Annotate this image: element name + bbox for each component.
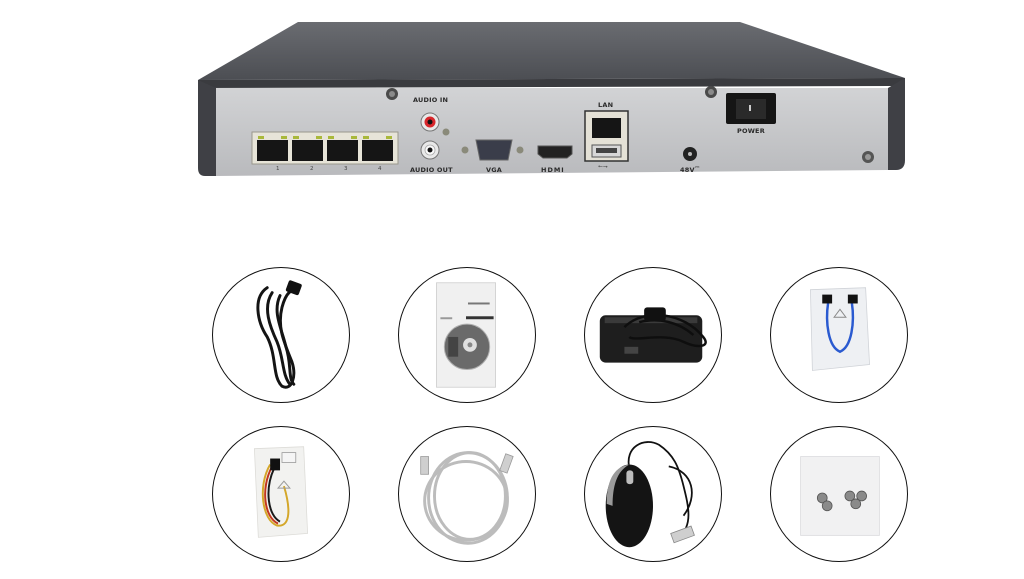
- usb-icon: ⭠⭢: [598, 163, 609, 170]
- sata-power-cable-icon: [253, 446, 309, 538]
- dc-in-label: 48V: [680, 166, 695, 174]
- accessory-sata-power-cable: [212, 426, 350, 562]
- vga-label: VGA: [486, 166, 502, 174]
- nvr-rear-panel-graphic: [198, 22, 905, 176]
- accessory-screws: [770, 426, 908, 562]
- usb-mouse-icon: [605, 441, 695, 548]
- power-label: POWER: [737, 127, 765, 135]
- screws-icon: [800, 456, 880, 536]
- poe-port-4-label: 4: [378, 166, 382, 172]
- accessory-manual-and-cd: [398, 267, 536, 403]
- sata-cable-icon: [810, 287, 870, 371]
- accessory-power-cord: [212, 267, 350, 403]
- accessory-usb-mouse: [584, 426, 722, 562]
- accessory-power-adapter: [584, 267, 722, 403]
- screw-icon: [386, 88, 398, 100]
- power-cord-icon: [256, 280, 302, 389]
- manual-cd-icon: [436, 282, 496, 388]
- nvr-device: 1 2 3 4 AUDIO IN AUDIO OUT VGA HDMI LAN …: [0, 0, 1024, 200]
- poe-port-1-label: 1: [276, 166, 280, 172]
- hdmi-label: HDMI: [541, 166, 565, 174]
- dc-symbol-icon: ⎓: [695, 165, 700, 171]
- audio-in-label: AUDIO IN: [413, 96, 449, 104]
- audio-out-label: AUDIO OUT: [410, 166, 453, 174]
- accessory-sata-cable: [770, 267, 908, 403]
- poe-port-3-label: 3: [344, 166, 348, 172]
- lan-label: LAN: [598, 101, 614, 109]
- accessory-ethernet-cable: [398, 426, 536, 562]
- ethernet-cable-icon: [420, 451, 514, 545]
- power-adapter-icon: [599, 307, 707, 363]
- poe-port-2-label: 2: [310, 166, 314, 172]
